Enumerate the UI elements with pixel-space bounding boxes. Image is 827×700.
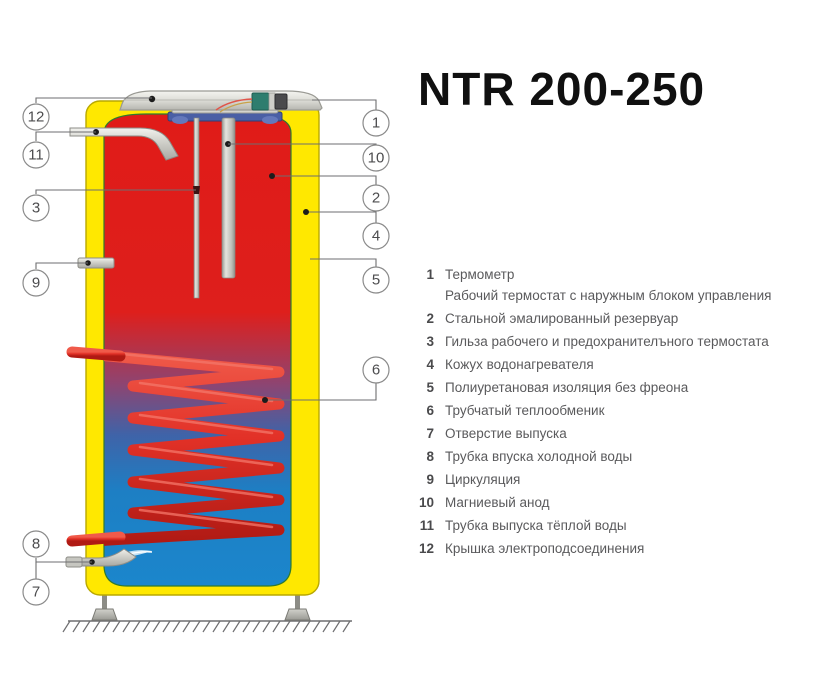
callout-label: 3 xyxy=(32,200,40,217)
legend-item-label: Кожух водонагревателя xyxy=(445,357,594,372)
legend-item: 10 Магниевый анод xyxy=(408,492,823,513)
legend-item-label: Крышка электроподсоединения xyxy=(445,541,645,556)
legend-item-label: Магниевый анод xyxy=(445,495,550,510)
legend-item: 1 Термометр Рабочий термостат с наружным… xyxy=(408,264,823,306)
callout-label: 6 xyxy=(372,362,380,379)
callout-label: 2 xyxy=(372,190,380,207)
legend-item-label: Полиуретановая изоляция без фреона xyxy=(445,380,689,395)
callout-3[interactable]: 3 xyxy=(22,189,196,222)
callout-label: 9 xyxy=(32,275,40,292)
heat-exchanger-outlet-stub xyxy=(66,531,126,547)
legend-item-number: 3 xyxy=(426,334,434,349)
legend-item-label: Отверстие выпуска xyxy=(445,426,567,441)
legend-item: 7 Отверстие выпуска xyxy=(408,423,823,444)
heat-exchanger-inlet-stub xyxy=(66,346,126,362)
legend-item-number: 11 xyxy=(419,518,434,533)
callout-label: 5 xyxy=(372,272,380,289)
legend-item-label-secondary: Рабочий термостат с наружным блоком упра… xyxy=(445,288,772,303)
callout-8[interactable]: 8 xyxy=(22,530,92,563)
callout-label: 11 xyxy=(28,147,44,164)
legend-item: 5 Полиуретановая изоляция без фреона xyxy=(408,377,823,398)
callout-11[interactable]: 11 xyxy=(22,131,96,169)
legend-item-label: Стальной эмалированный резервуар xyxy=(445,311,679,326)
legend-item-label: Трубка впуска холодной воды xyxy=(445,449,633,464)
callout-9[interactable]: 9 xyxy=(22,262,88,297)
support-foot-right xyxy=(284,595,311,621)
callout-10[interactable]: 10 xyxy=(228,143,390,172)
thermostat-control-block xyxy=(215,92,288,113)
callout-5[interactable]: 5 xyxy=(310,258,390,294)
legend-item-number: 12 xyxy=(418,541,434,556)
ground-line xyxy=(62,620,352,633)
legend-item-number: 8 xyxy=(426,449,434,464)
leader-anchor-dots xyxy=(262,173,309,403)
callout-label: 1 xyxy=(372,115,380,132)
legend-item-number: 5 xyxy=(426,380,434,395)
callout-label: 10 xyxy=(368,150,385,167)
callout-label: 4 xyxy=(372,228,380,245)
legend-item-label: Гильза рабочего и предохранителъного тер… xyxy=(445,334,769,349)
legend-item: 11 Трубка выпуска тёплой воды xyxy=(408,515,823,536)
callout-1[interactable]: 1 xyxy=(312,99,390,137)
thermostat-sleeve-rod xyxy=(193,117,200,299)
tubular-heat-exchanger xyxy=(104,347,285,548)
callout-6[interactable]: 6 xyxy=(265,356,390,401)
legend-item-label: Термометр xyxy=(445,267,515,282)
support-foot-left xyxy=(91,595,118,621)
legend-item: 2 Стальной эмалированный резервуар xyxy=(408,308,823,329)
magnesium-anode xyxy=(221,117,236,279)
legend-item: 12 Крышка электроподсоединения xyxy=(408,538,823,559)
legend-item-number: 1 xyxy=(426,267,434,282)
legend-item-number: 6 xyxy=(426,403,434,418)
legend-item-number: 10 xyxy=(418,495,434,510)
callout-label: 7 xyxy=(32,584,40,601)
legend-item: 6 Трубчатый теплообменик xyxy=(408,400,823,421)
legend-item: 4 Кожух водонагревателя xyxy=(408,354,823,375)
legend-item-label: Циркуляция xyxy=(445,472,521,487)
callout-2[interactable]: 2 xyxy=(272,175,390,212)
legend-item-number: 4 xyxy=(426,357,434,372)
legend-item-label: Трубчатый теплообменик xyxy=(445,403,605,418)
callout-4[interactable]: 4 xyxy=(306,211,390,250)
page-title: NTR 200-250 xyxy=(418,63,706,115)
legend-item: 8 Трубка впуска холодной воды xyxy=(408,446,823,467)
warm-water-outlet-pipe xyxy=(69,127,179,161)
legend-item-number: 2 xyxy=(426,311,434,326)
callout-7[interactable]: 7 xyxy=(22,562,50,606)
legend-item-label: Трубка выпуска тёплой воды xyxy=(445,518,627,533)
callout-label: 12 xyxy=(28,109,45,126)
callout-12[interactable]: 12 xyxy=(22,97,152,131)
callout-label: 8 xyxy=(32,536,40,553)
legend-list: 1 Термометр Рабочий термостат с наружным… xyxy=(408,264,823,561)
legend-item: 3 Гильза рабочего и предохранителъного т… xyxy=(408,331,823,352)
legend-item: 9 Циркуляция xyxy=(408,469,823,490)
legend-item-number: 9 xyxy=(426,472,434,487)
legend-item-number: 7 xyxy=(426,426,434,441)
